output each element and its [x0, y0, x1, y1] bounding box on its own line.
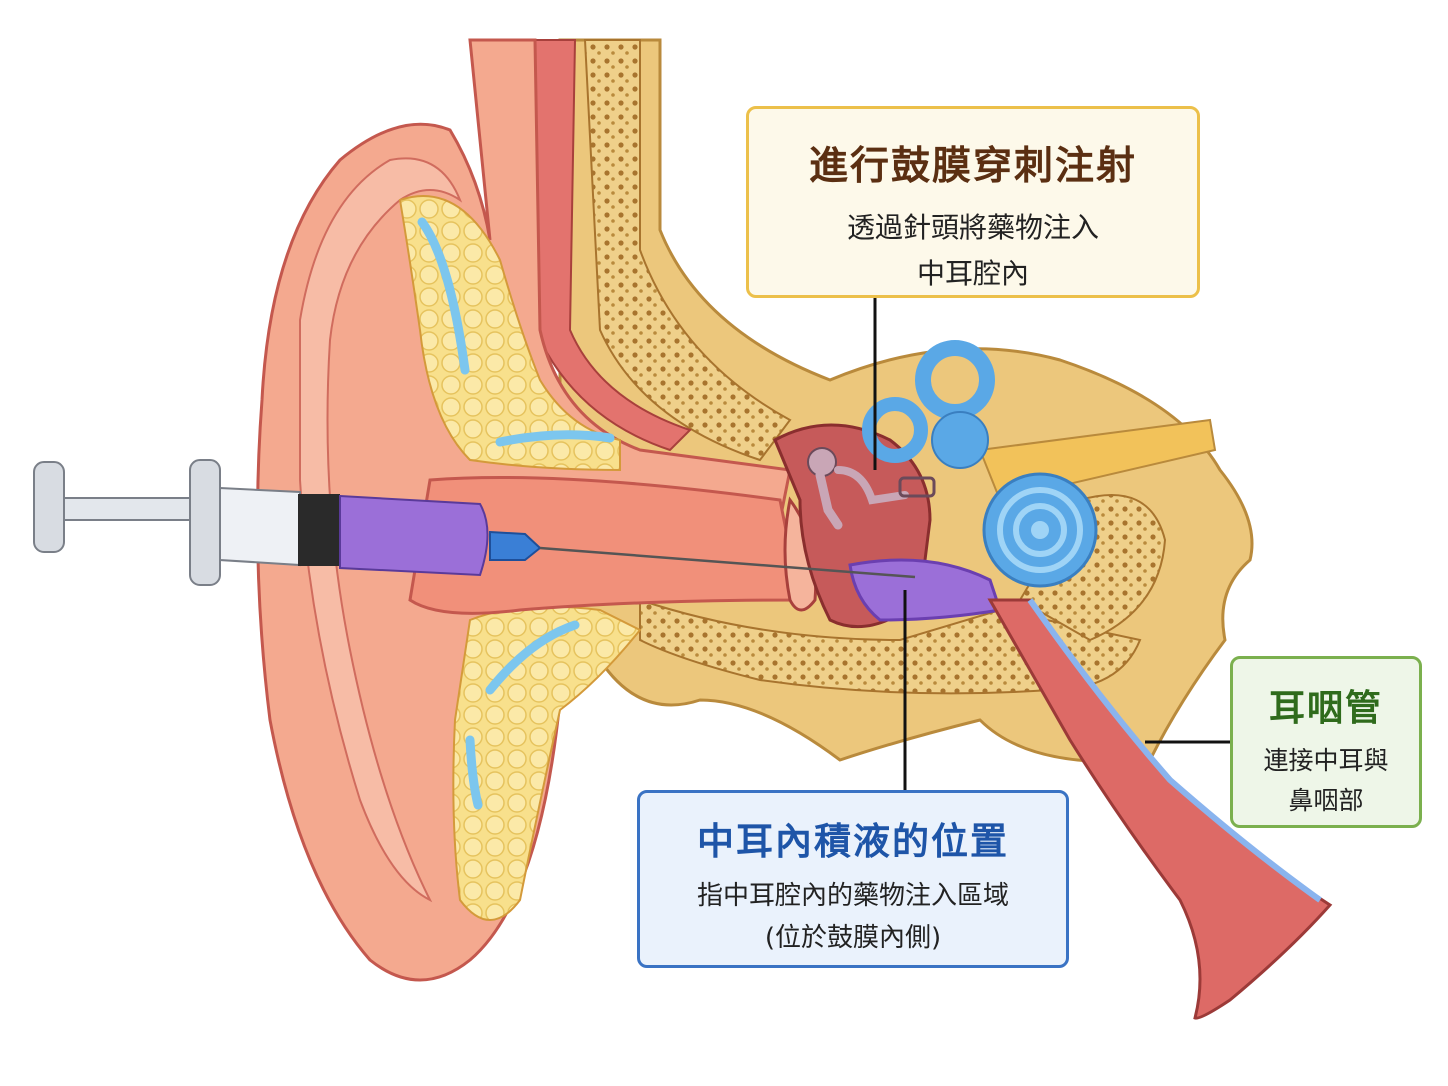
- cochlea-icon: [982, 472, 1098, 588]
- callout-effusion-line2: (位於鼓膜內側): [764, 923, 942, 953]
- callout-injection: 進行鼓膜穿刺注射 透過針頭將藥物注入 中耳腔內: [746, 106, 1200, 298]
- callout-injection-line2: 中耳腔內: [916, 257, 1029, 290]
- spongy-bone-right: [1018, 494, 1167, 642]
- cartilage-vein-1: [417, 217, 470, 375]
- callout-effusion-line1: 指中耳腔內的藥物注入區域: [696, 881, 1009, 911]
- needle-icon: [539, 546, 916, 579]
- callout-eustachian-line2: 鼻咽部: [1288, 786, 1364, 815]
- callout-eustachian-line1: 連接中耳與: [1263, 746, 1389, 775]
- semicircular-canals-icon: [862, 340, 995, 469]
- muscle-strip: [533, 39, 692, 452]
- callout-injection-title: 進行鼓膜穿刺注射: [808, 144, 1137, 189]
- syringe-icon: [33, 459, 542, 586]
- callout-effusion-title: 中耳內積液的位置: [697, 820, 1009, 863]
- cartilage-vein-2: [495, 430, 615, 447]
- cartilage-vein-3: [485, 620, 580, 695]
- callout-injection-line1: 透過針頭將藥物注入: [846, 211, 1099, 244]
- cartilage-vein-4: [465, 735, 483, 810]
- ear-canal: [408, 476, 802, 615]
- spongy-bone-band: [583, 39, 792, 462]
- callout-eustachian-tube: 耳咽管 連接中耳與 鼻咽部: [1230, 656, 1422, 828]
- ossicles-icon: [807, 447, 936, 530]
- callout-injection-body: 透過針頭將藥物注入 中耳腔內: [749, 205, 1197, 297]
- upper-cartilage: [398, 195, 621, 472]
- lower-cartilage: [452, 605, 642, 921]
- eustachian-tube-lining: [1027, 598, 1322, 903]
- callout-eustachian-title: 耳咽管: [1268, 688, 1383, 729]
- callout-eustachian-body: 連接中耳與 鼻咽部: [1233, 741, 1419, 821]
- callout-effusion: 中耳內積液的位置 指中耳腔內的藥物注入區域 (位於鼓膜內側): [637, 790, 1069, 968]
- callout-effusion-body: 指中耳腔內的藥物注入區域 (位於鼓膜內側): [640, 875, 1066, 959]
